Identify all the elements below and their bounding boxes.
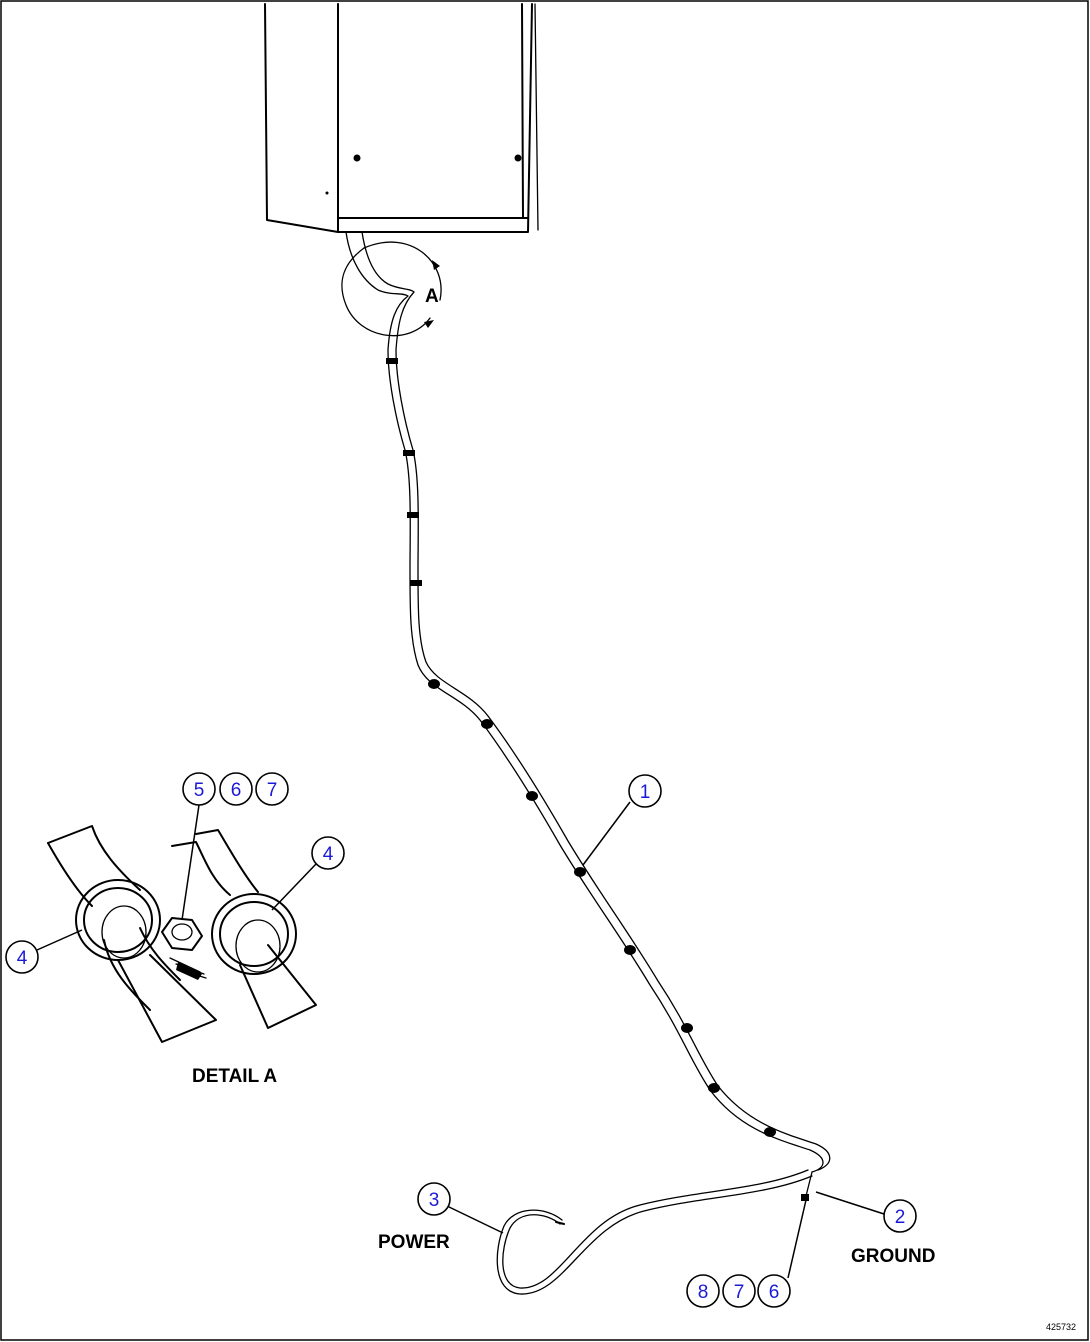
callout-group-detail-hardware: 5 6 7	[181, 772, 289, 921]
callout-4-left-clamp: 4	[5, 929, 83, 974]
main-harness	[345, 231, 831, 1173]
svg-text:4: 4	[323, 844, 334, 865]
svg-text:8: 8	[698, 1282, 709, 1303]
figure-number: 425732	[1046, 1322, 1076, 1332]
detail-a-letter: A	[425, 286, 439, 307]
svg-text:1: 1	[640, 782, 651, 803]
svg-text:2: 2	[895, 1207, 906, 1228]
callout-1-harness: 1	[582, 774, 662, 866]
power-label: POWER	[378, 1232, 450, 1253]
detail-a-drawing	[47, 825, 317, 1043]
svg-text:6: 6	[231, 780, 242, 801]
callout-3-power: 3	[417, 1182, 504, 1234]
callout-4-right-clamp: 4	[271, 836, 345, 911]
callout-group-ground-hardware: 8 7 6	[686, 1199, 807, 1308]
ground-wire	[801, 1171, 813, 1201]
detail-a-title: DETAIL A	[192, 1066, 277, 1087]
svg-text:5: 5	[194, 780, 205, 801]
callout-2-ground: 2	[815, 1191, 917, 1233]
svg-text:7: 7	[734, 1282, 745, 1303]
svg-text:7: 7	[267, 780, 278, 801]
svg-text:3: 3	[429, 1190, 440, 1211]
svg-text:6: 6	[769, 1282, 780, 1303]
svg-text:4: 4	[17, 948, 28, 969]
enclosure-box	[264, 3, 539, 233]
ground-label: GROUND	[851, 1246, 935, 1267]
power-wire	[496, 1169, 813, 1295]
detail-a-marker: A	[341, 241, 442, 337]
